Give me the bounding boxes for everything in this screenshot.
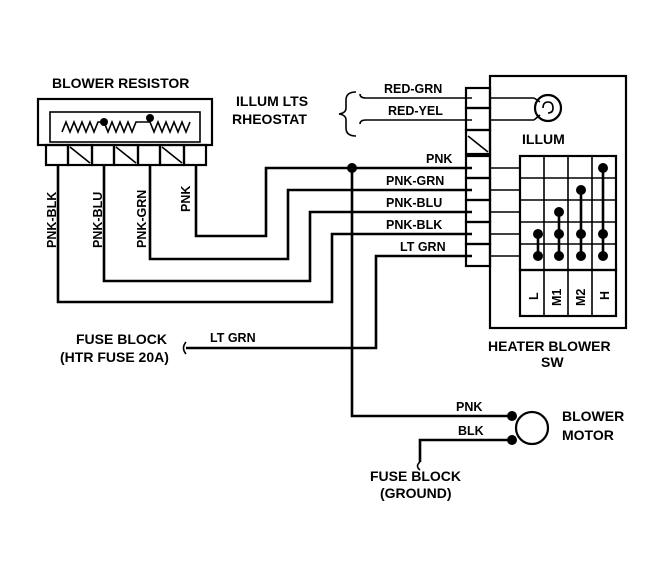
wiring [56,163,512,471]
ground-lead-hook [416,461,421,471]
motor-wire-blk: BLK [458,424,484,438]
wire-label-pnk-resistor: PNK [179,186,193,212]
wire-label-pnk-blk: PNK-BLK [45,192,59,248]
wire-label-pnk-blk-sw: PNK-BLK [386,218,442,232]
switch-connector [464,86,492,268]
wire-pnk-motor [350,168,512,418]
wire-label-pnk: PNK [426,152,452,166]
rheostat-wire-red-grn: RED-GRN [384,82,442,96]
switch-pos-h: H [598,291,612,300]
resistor-coil-2 [103,119,150,135]
fuse-block-ground-line2: (GROUND) [380,485,452,501]
heater-blower-switch: ILLUM [464,74,628,370]
wire-pnk-grn [148,165,472,261]
wire-lt-grn [186,254,472,350]
switch-contact-grid [490,154,618,272]
illum-lamp-icon [533,93,563,123]
motor-wire-pnk: PNK [456,400,482,414]
wire-label-lt-grn-sw: LT GRN [400,240,446,254]
switch-pos-l: L [527,292,541,300]
resistor-inner-frame [49,111,201,143]
resistor-coil-1 [61,119,104,135]
fuse-lead-hook [182,341,187,355]
rheostat-title-line2: RHEOSTAT [232,111,307,127]
fuse-block-htr-line1: FUSE BLOCK [76,331,167,347]
wire-label-pnk-blu: PNK-BLU [91,192,105,248]
resistor-junction-2 [146,114,154,122]
fuse-block-ground-line1: FUSE BLOCK [370,468,461,484]
fuse-block-htr: FUSE BLOCK (HTR FUSE 20A) LT GRN [60,331,256,365]
resistor-junction-1 [100,118,108,126]
heater-blower-sw-line1: HEATER BLOWER [488,338,611,354]
fuse-block-ground: FUSE BLOCK (GROUND) [370,468,461,501]
blower-motor-icon [514,410,550,446]
wire-pnk-blk [56,165,472,304]
blower-motor-line2: MOTOR [562,427,614,443]
rheostat-brace [338,91,357,137]
heater-blower-sw-line2: SW [541,354,564,370]
wire-label-pnk-blu-sw: PNK-BLU [386,196,442,210]
fuse-block-htr-line2: (HTR FUSE 20A) [60,349,169,365]
resistor-coil-3 [149,119,191,135]
rheostat-title-line1: ILLUM LTS [236,93,308,109]
blower-resistor-title: BLOWER RESISTOR [52,75,189,91]
wire-pnk-blu [102,165,472,283]
switch-pos-m2: M2 [574,289,588,306]
blower-motor-line1: BLOWER [562,408,624,424]
illum-label: ILLUM [522,131,565,147]
wire-label-pnk-grn: PNK-GRN [135,190,149,248]
blower-motor: PNK BLK BLOWER MOTOR [456,400,624,446]
illum-rheostat: ILLUM LTS RHEOSTAT RED-GRN RED-YEL [232,82,472,137]
wire-label-pnk-grn-sw: PNK-GRN [386,174,444,188]
wire-blk-ground [418,438,512,462]
blower-resistor-housing [36,97,214,147]
rheostat-wire-red-yel: RED-YEL [388,104,443,118]
resistor-terminals [44,143,208,167]
switch-pos-m1: M1 [550,289,564,306]
blower-resistor: BLOWER RESISTOR [36,75,214,167]
switch-position-labels: L M1 M2 H [518,268,618,318]
wire-pnk-resistor [194,165,472,238]
fuse-block-htr-wire: LT GRN [210,331,256,345]
switch-contacts [533,163,608,261]
